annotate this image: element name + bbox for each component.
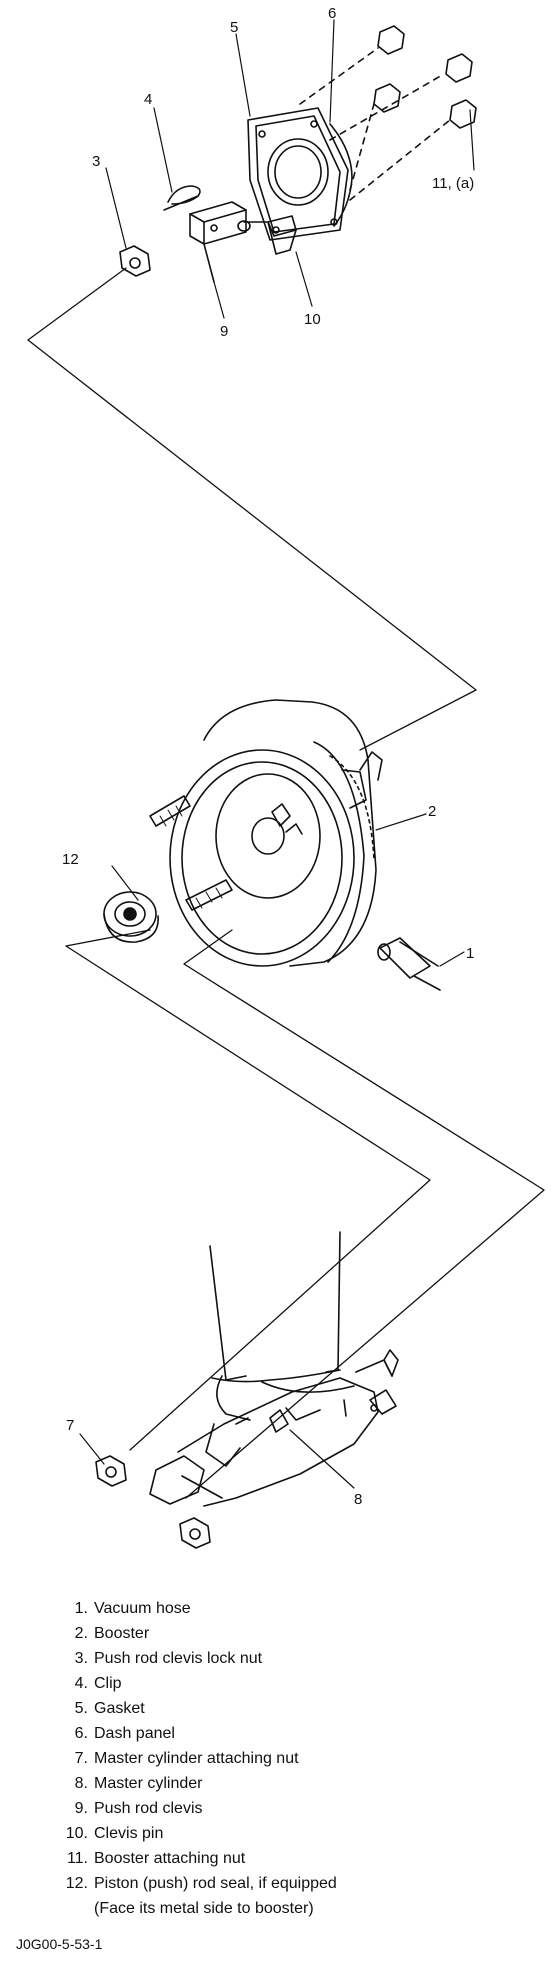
legend-text: Clip <box>94 1675 122 1692</box>
leader-lines-middle <box>111 813 427 901</box>
clevis-pin <box>237 215 297 255</box>
legend-number: 5. <box>74 1700 88 1717</box>
exploded-view-diagram: 1 2 3 4 5 6 7 8 9 10 11, (a) 12 <box>27 5 545 1549</box>
legend-number: 11. <box>66 1850 88 1867</box>
legend-item: 6. Dash panel <box>58 1721 538 1746</box>
legend-item: 5. Gasket <box>58 1696 538 1721</box>
legend-item: 2. Booster <box>58 1621 538 1646</box>
callout-3: 3 <box>92 153 100 170</box>
callout-4: 4 <box>144 91 152 108</box>
legend-item: 7. Master cylinder attaching nut <box>58 1746 538 1771</box>
legend-number: 1. <box>74 1600 88 1617</box>
push-rod-clevis-lock-nut <box>119 245 151 277</box>
diagram-canvas: 1 2 3 4 5 6 7 8 9 10 11, (a) 12 <box>27 5 545 1549</box>
legend-text: Push rod clevis <box>94 1800 203 1817</box>
legend-text: Clevis pin <box>94 1825 164 1842</box>
callout-10: 10 <box>304 311 321 328</box>
figure-code: J0G00-5-53-1 <box>16 1936 103 1952</box>
legend-item: 10. Clevis pin <box>58 1821 538 1846</box>
legend-number: 3. <box>74 1650 88 1667</box>
master-cylinder <box>149 1231 399 1507</box>
callout-11-a: 11, (a) <box>432 175 474 192</box>
legend-item: 9. Push rod clevis <box>58 1796 538 1821</box>
assembly-path-middle-right <box>183 929 545 1499</box>
legend-item: 3. Push rod clevis lock nut <box>58 1646 538 1671</box>
legend-text: Master cylinder attaching nut <box>94 1750 299 1767</box>
assembly-path-middle-left <box>65 929 431 1451</box>
leader-lines-lower <box>79 1429 355 1489</box>
callout-6: 6 <box>328 5 336 22</box>
callout-1: 1 <box>466 945 474 962</box>
legend-number: 9. <box>74 1800 88 1817</box>
vacuum-hose <box>377 937 465 991</box>
callout-9: 9 <box>220 323 228 340</box>
callout-12: 12 <box>62 851 79 868</box>
legend-text: Dash panel <box>94 1725 175 1742</box>
legend-number: 10. <box>65 1825 88 1842</box>
push-rod-clevis <box>189 201 247 283</box>
legend-number: 12. <box>65 1875 88 1892</box>
legend-item: 4. Clip <box>58 1671 538 1696</box>
leader-lines-upper <box>105 19 475 319</box>
booster <box>169 699 383 967</box>
dash-panel-gasket <box>247 107 353 241</box>
legend-text: Master cylinder <box>94 1775 203 1792</box>
callout-2: 2 <box>428 803 436 820</box>
legend-number: 8. <box>74 1775 88 1792</box>
legend-number: 2. <box>74 1625 88 1642</box>
legend-text: Piston (push) rod seal, if equipped <box>94 1875 337 1892</box>
master-cylinder-attaching-nuts <box>95 1455 211 1549</box>
legend-text: Push rod clevis lock nut <box>94 1650 263 1667</box>
legend-note: (Face its metal side to booster) <box>94 1900 314 1917</box>
booster-attaching-nuts <box>299 25 477 201</box>
parts-legend: 1. Vacuum hose 2. Booster 3. Push rod clevi… <box>58 1596 538 1921</box>
legend-text: Booster <box>94 1625 150 1642</box>
booster-studs <box>149 795 233 911</box>
legend-text: Vacuum hose <box>94 1600 191 1617</box>
callout-7: 7 <box>66 1417 74 1434</box>
legend-item: 1. Vacuum hose <box>58 1596 538 1621</box>
legend-item: 11. Booster attaching nut <box>58 1846 538 1871</box>
legend-number: 4. <box>74 1675 88 1692</box>
callout-5: 5 <box>230 19 238 36</box>
clip <box>163 185 201 211</box>
piston-rod-seal <box>103 891 159 943</box>
legend-item: 12. Piston (push) rod seal, if equipped <box>58 1871 538 1896</box>
legend-text: Gasket <box>94 1700 145 1717</box>
assembly-path-upper <box>27 267 477 751</box>
legend-text: Booster attaching nut <box>94 1850 246 1867</box>
legend-number: 6. <box>74 1725 88 1742</box>
legend-item: 8. Master cylinder <box>58 1771 538 1796</box>
legend-number: 7. <box>74 1750 88 1767</box>
callout-8: 8 <box>354 1491 362 1508</box>
